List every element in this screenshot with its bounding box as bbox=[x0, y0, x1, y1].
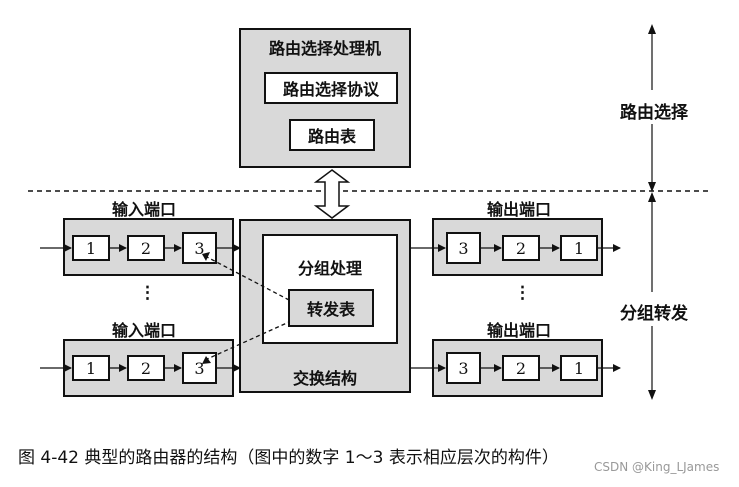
input-ellipsis: ⋮ bbox=[139, 283, 156, 303]
forwarding-layer-label: 分组转发 bbox=[618, 299, 690, 324]
output-port-1-stage-1: 1 bbox=[560, 235, 598, 261]
figure-caption: 图 4-42 典型的路由器的结构（图中的数字 1～3 表示相应层次的构件） bbox=[18, 448, 559, 468]
control-link-arrow bbox=[313, 169, 351, 219]
output-port-2-stage-2: 2 bbox=[502, 355, 540, 381]
input-port-1-stage-3: 3 bbox=[182, 232, 217, 264]
input-port-label-1: 输入端口 bbox=[112, 200, 177, 219]
input-port-2-stage-3: 3 bbox=[182, 352, 217, 384]
output-port-label-2: 输出端口 bbox=[487, 321, 552, 340]
input-port-1-stage-2: 2 bbox=[127, 235, 165, 261]
output-port-2-stage-1: 1 bbox=[560, 355, 598, 381]
forwarding-table-box: 转发表 bbox=[288, 289, 374, 327]
output-port-1-stage-3: 3 bbox=[446, 232, 481, 264]
routing-protocol-box: 路由选择协议 bbox=[264, 72, 398, 104]
output-port-label-1: 输出端口 bbox=[487, 200, 552, 219]
switch-fabric-title: 交换结构 bbox=[292, 369, 357, 388]
input-port-2-stage-1: 1 bbox=[72, 355, 110, 381]
input-port-2-stage-2: 2 bbox=[127, 355, 165, 381]
routing-table-box: 路由表 bbox=[289, 119, 375, 151]
input-port-1-stage-1: 1 bbox=[72, 235, 110, 261]
output-port-2-stage-3: 3 bbox=[446, 352, 481, 384]
input-port-label-2: 输入端口 bbox=[112, 321, 177, 340]
watermark: CSDN @King_LJames bbox=[594, 460, 720, 474]
packet-processing-label: 分组处理 bbox=[297, 259, 362, 278]
output-port-1-stage-2: 2 bbox=[502, 235, 540, 261]
routing-layer-label: 路由选择 bbox=[618, 98, 690, 123]
routing-processor-title: 路由选择处理机 bbox=[268, 39, 381, 58]
output-ellipsis: ⋮ bbox=[514, 283, 531, 303]
